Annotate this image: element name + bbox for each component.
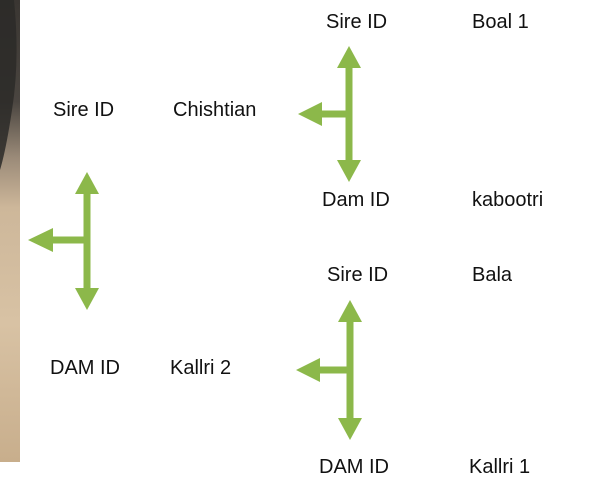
sire-id-label: Sire ID <box>53 99 115 121</box>
arrow-left-icon <box>28 228 53 252</box>
arrow-down-icon <box>338 418 362 440</box>
maternal-sire-name: Bala <box>472 264 513 286</box>
dam-id-label: DAM ID <box>50 357 120 379</box>
arrow-down-icon <box>337 160 361 182</box>
maternal-dam-id-label: DAM ID <box>319 456 389 478</box>
arrow-left-icon <box>296 358 320 382</box>
maternal-sire-id-label: Sire ID <box>327 264 389 286</box>
arrow-up-icon <box>338 300 362 322</box>
arrow-down-icon <box>75 288 99 310</box>
sire-name: Chishtian <box>173 99 257 121</box>
paternal-dam-name: kabootri <box>472 189 544 211</box>
dam-name: Kallri 2 <box>170 357 232 379</box>
paternal-dam-id-label: Dam ID <box>322 189 390 211</box>
arrow-left-icon <box>298 102 322 126</box>
paternal-sire-id-label: Sire ID <box>326 11 388 33</box>
arrow-up-icon <box>75 172 99 194</box>
paternal-sire-name: Boal 1 <box>472 11 529 33</box>
animal-photo-edge <box>0 0 20 462</box>
maternal-dam-name: Kallri 1 <box>469 456 531 478</box>
arrow-up-icon <box>337 46 361 68</box>
